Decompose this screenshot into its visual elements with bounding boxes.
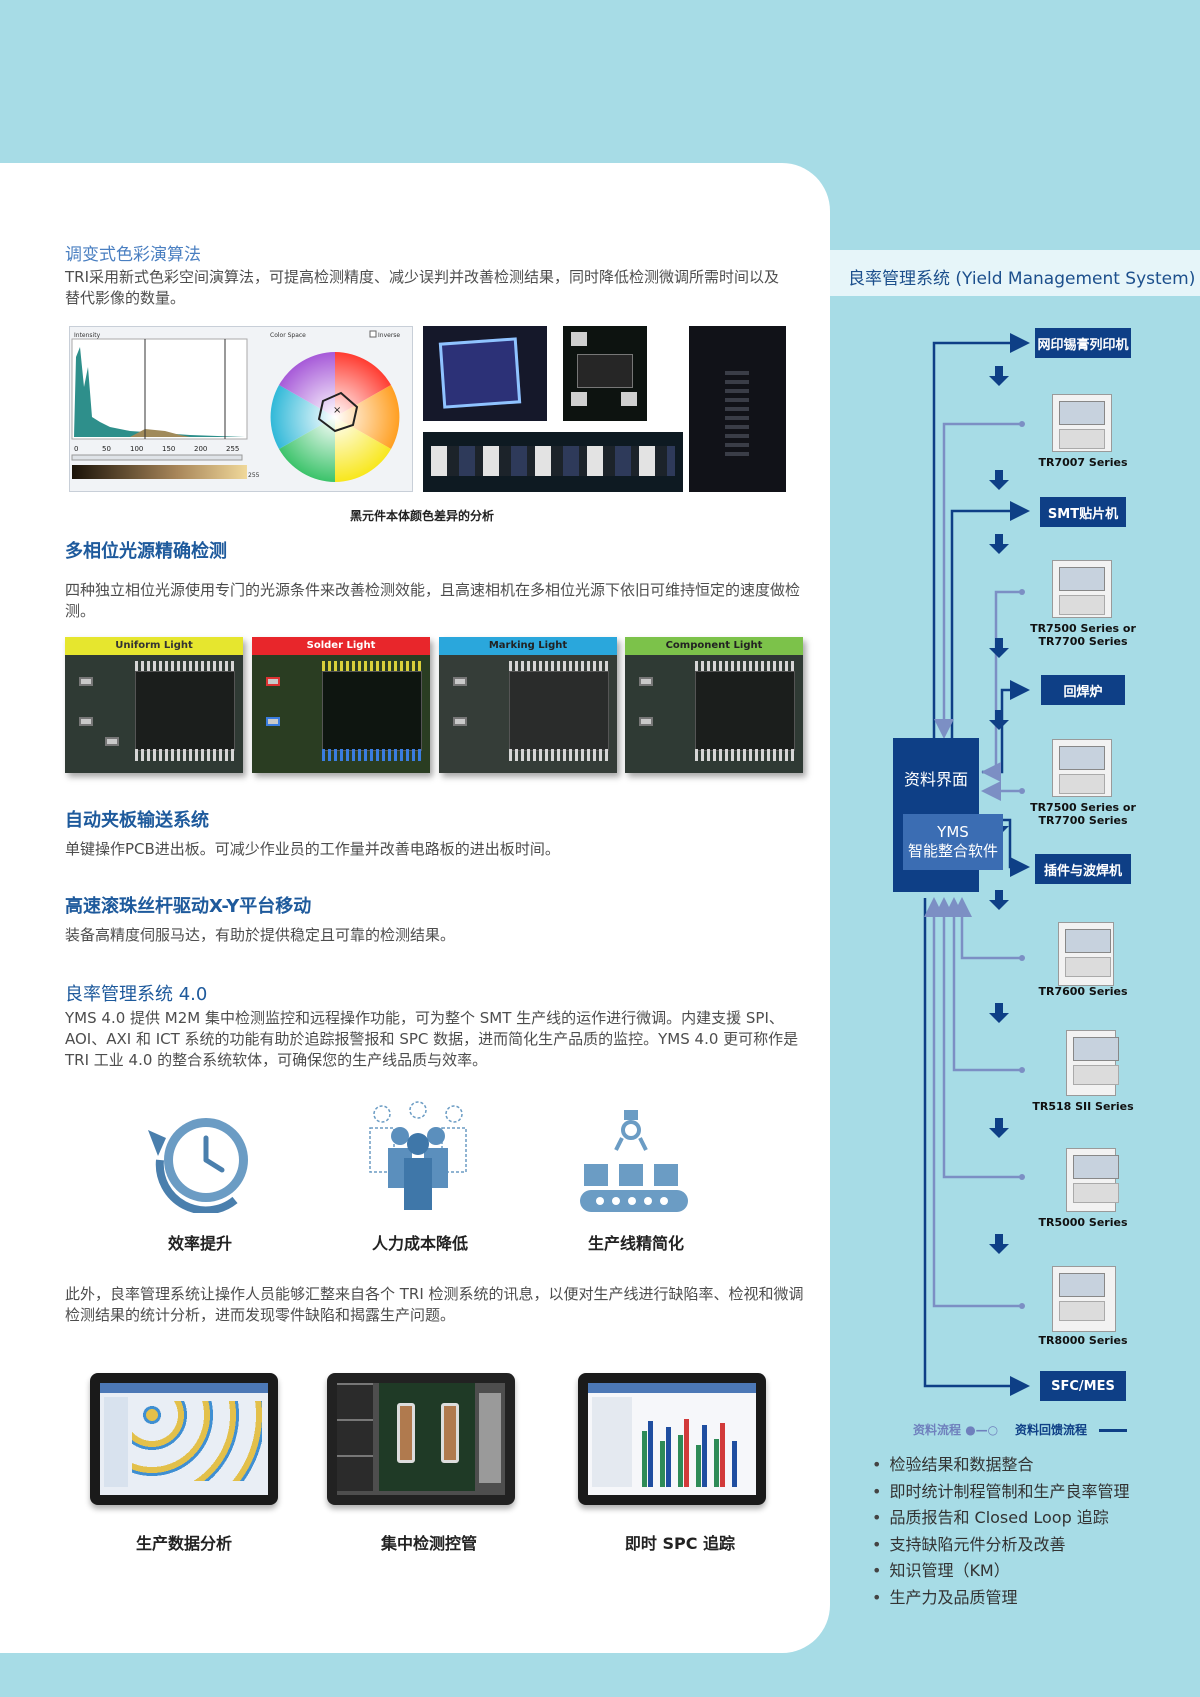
machine-label-tr7600: TR7600 Series <box>1038 985 1128 998</box>
section-body-multiphase-light: 四种独立相位光源使用专门的光源条件来改善检测效能，且高速相机在多相位光源下依旧可… <box>65 581 801 620</box>
section-body-xy-stage: 装备高精度伺服马达，有助於提供稳定且可靠的检测结果。 <box>65 926 456 944</box>
light-tile-component: Component Light <box>625 637 803 773</box>
yms-flow-arrows <box>923 333 1030 1396</box>
data-interface-label: 资料界面 <box>903 770 968 789</box>
clock-arrow-icon <box>140 1108 255 1215</box>
machine-tr8000 <box>1052 1266 1116 1332</box>
legend-flow-line-icon: ●—○ <box>965 1423 999 1437</box>
flow-reflow-oven: 回焊炉 <box>1041 675 1125 705</box>
monitor-label-data-analysis: 生产数据分析 <box>135 1534 232 1553</box>
flow-label: SFC/MES <box>1051 1378 1115 1394</box>
section-body-yms: YMS 4.0 提供 M2M 集中检测监控和远程操作功能，可为整个 SMT 生产… <box>65 1009 799 1069</box>
section-body-yms-2: 此外，良率管理系统让操作人员能够汇整来自各个 TRI 检测系统的讯息，以便对生产… <box>65 1285 804 1324</box>
legend-flow-label: 资料流程 <box>913 1423 962 1437</box>
light-tile-label: Component Light <box>625 637 803 655</box>
svg-text:200: 200 <box>194 445 207 453</box>
flow-smt-placement: SMT贴片机 <box>1040 497 1126 527</box>
machine-label-tr518: TR518 SII Series <box>1032 1100 1134 1113</box>
feature-item: 知识管理（KM） <box>872 1558 1129 1585</box>
spc-bar-graphic <box>642 1419 737 1487</box>
section-body-conveyor: 单键操作PCB进出板。可减少作业员的工作量并改善电路板的进出板时间。 <box>65 840 560 858</box>
legend-feedback-label: 资料回馈流程 <box>1015 1423 1088 1437</box>
chip-photo-1 <box>423 326 547 421</box>
feature-item: 即时统计制程管制和生产良率管理 <box>872 1479 1129 1506</box>
feature-item: 支持缺陷元件分析及改善 <box>872 1532 1129 1559</box>
colorspace-label: Color Space <box>270 332 306 339</box>
yms-title-bar <box>830 250 1200 296</box>
yms-software-label: YMS <box>937 823 969 841</box>
machine-label-tr5000: TR5000 Series <box>1038 1216 1128 1229</box>
svg-text:50: 50 <box>102 445 111 453</box>
flow-label: SMT贴片机 <box>1047 506 1119 522</box>
histogram-ylabel: Intensity <box>74 332 101 339</box>
monitor-spc-tracking <box>578 1373 766 1505</box>
section-title-yms: 良率管理系统 4.0 <box>65 984 208 1005</box>
light-tile-label: Solder Light <box>252 637 430 655</box>
monitor-label-spc-tracking: 即时 SPC 追踪 <box>624 1534 736 1553</box>
light-tile-solder: Solder Light <box>252 637 430 773</box>
monitor-central-control <box>327 1373 515 1505</box>
yms-software-sublabel: 智能整合软件 <box>907 842 998 860</box>
light-tile-uniform: Uniform Light <box>65 637 243 773</box>
flow-label: 插件与波焊机 <box>1043 863 1122 879</box>
svg-text:150: 150 <box>162 445 175 453</box>
section-title-conveyor: 自动夹板输送系统 <box>65 810 209 831</box>
legend-feedback-line-icon <box>1099 1429 1128 1432</box>
feature-item: 检验结果和数据整合 <box>872 1452 1129 1479</box>
robot-conveyor-icon <box>578 1108 693 1218</box>
image-caption: 黑元件本体颜色差异的分析 <box>350 509 495 523</box>
section-title-xy-stage: 高速滚珠丝杆驱动X-Y平台移动 <box>65 896 312 917</box>
machine-tr518 <box>1066 1030 1119 1096</box>
machine-label-tr8000: TR8000 Series <box>1038 1334 1128 1347</box>
histogram-colorwheel-image: Intensity 0 50 100 150 200 255 255 Color Spa… <box>69 326 413 492</box>
machine-label-line1: TR7500 Series or <box>1030 801 1136 814</box>
flow-stencil-printer: 网印锡膏列印机 <box>1035 328 1131 358</box>
flow-label: 网印锡膏列印机 <box>1037 337 1129 353</box>
feature-item: 生产力及品质管理 <box>872 1585 1129 1612</box>
feature-item: 品质报告和 Closed Loop 追踪 <box>872 1505 1129 1532</box>
machine-label-line2: TR7700 Series <box>1038 814 1128 827</box>
machine-label-line1: TR7500 Series or <box>1030 622 1136 635</box>
section-body-color-algorithm: TRI采用新式色彩空间演算法，可提高检测精度、减少误判并改善检测结果，同时降低检… <box>65 268 780 307</box>
svg-text:255: 255 <box>226 445 239 453</box>
section-title-color-algorithm: 调变式色彩演算法 <box>65 245 201 265</box>
machine-tr7500-b <box>1052 739 1112 797</box>
section-title-multiphase-light: 多相位光源精确检测 <box>65 541 227 562</box>
chip-photo-2 <box>563 326 647 421</box>
black-component-photo <box>689 326 786 492</box>
histogram-colorwheel-graphic: Intensity 0 50 100 150 200 255 255 Color Spa… <box>71 330 400 482</box>
machine-tr7600 <box>1058 922 1114 986</box>
chip-strip-photo <box>423 432 683 492</box>
svg-text:0: 0 <box>74 445 78 453</box>
light-tile-label: Marking Light <box>439 637 617 655</box>
flow-wave-solder: 插件与波焊机 <box>1035 854 1131 884</box>
machine-label-tr7500-a: TR7500 Series or TR7700 Series <box>1028 622 1138 648</box>
flow-sfc-mes: SFC/MES <box>1040 1371 1126 1401</box>
machine-tr7500-a <box>1052 560 1112 618</box>
yms-panel-title: 良率管理系统 (Yield Management System) <box>848 269 1196 289</box>
icon-label-line-simplify: 生产线精简化 <box>587 1234 684 1253</box>
machine-tr7007 <box>1052 394 1112 452</box>
icon-label-labor-cost: 人力成本降低 <box>371 1234 468 1253</box>
machine-tr5000 <box>1066 1148 1119 1212</box>
icon-label-efficiency: 效率提升 <box>167 1234 232 1253</box>
light-tile-label: Uniform Light <box>65 637 243 655</box>
gradient-max-label: 255 <box>248 472 260 479</box>
machine-label-tr7500-b: TR7500 Series or TR7700 Series <box>1028 801 1138 827</box>
yms-software-box: YMS 智能整合软件 <box>903 814 1003 870</box>
monitor-data-analysis <box>90 1373 278 1505</box>
people-group-icon <box>366 1100 471 1220</box>
flow-label: 回焊炉 <box>1063 684 1103 700</box>
monitor-label-central-control: 集中检测控管 <box>380 1534 477 1553</box>
inverse-checkbox-label: Inverse <box>378 332 400 339</box>
legend-data-flow: 资料流程 ●—○ <box>913 1421 998 1438</box>
svg-text:100: 100 <box>130 445 143 453</box>
machine-label-line2: TR7700 Series <box>1038 635 1128 648</box>
light-tile-marking: Marking Light <box>439 637 617 773</box>
legend-feedback-flow: 资料回馈流程 <box>1015 1421 1128 1438</box>
svg-text:×: × <box>333 405 341 416</box>
yms-feature-list: 检验结果和数据整合 即时统计制程管制和生产良率管理 品质报告和 Closed L… <box>872 1452 1129 1611</box>
machine-label-tr7007: TR7007 Series <box>1038 456 1128 469</box>
